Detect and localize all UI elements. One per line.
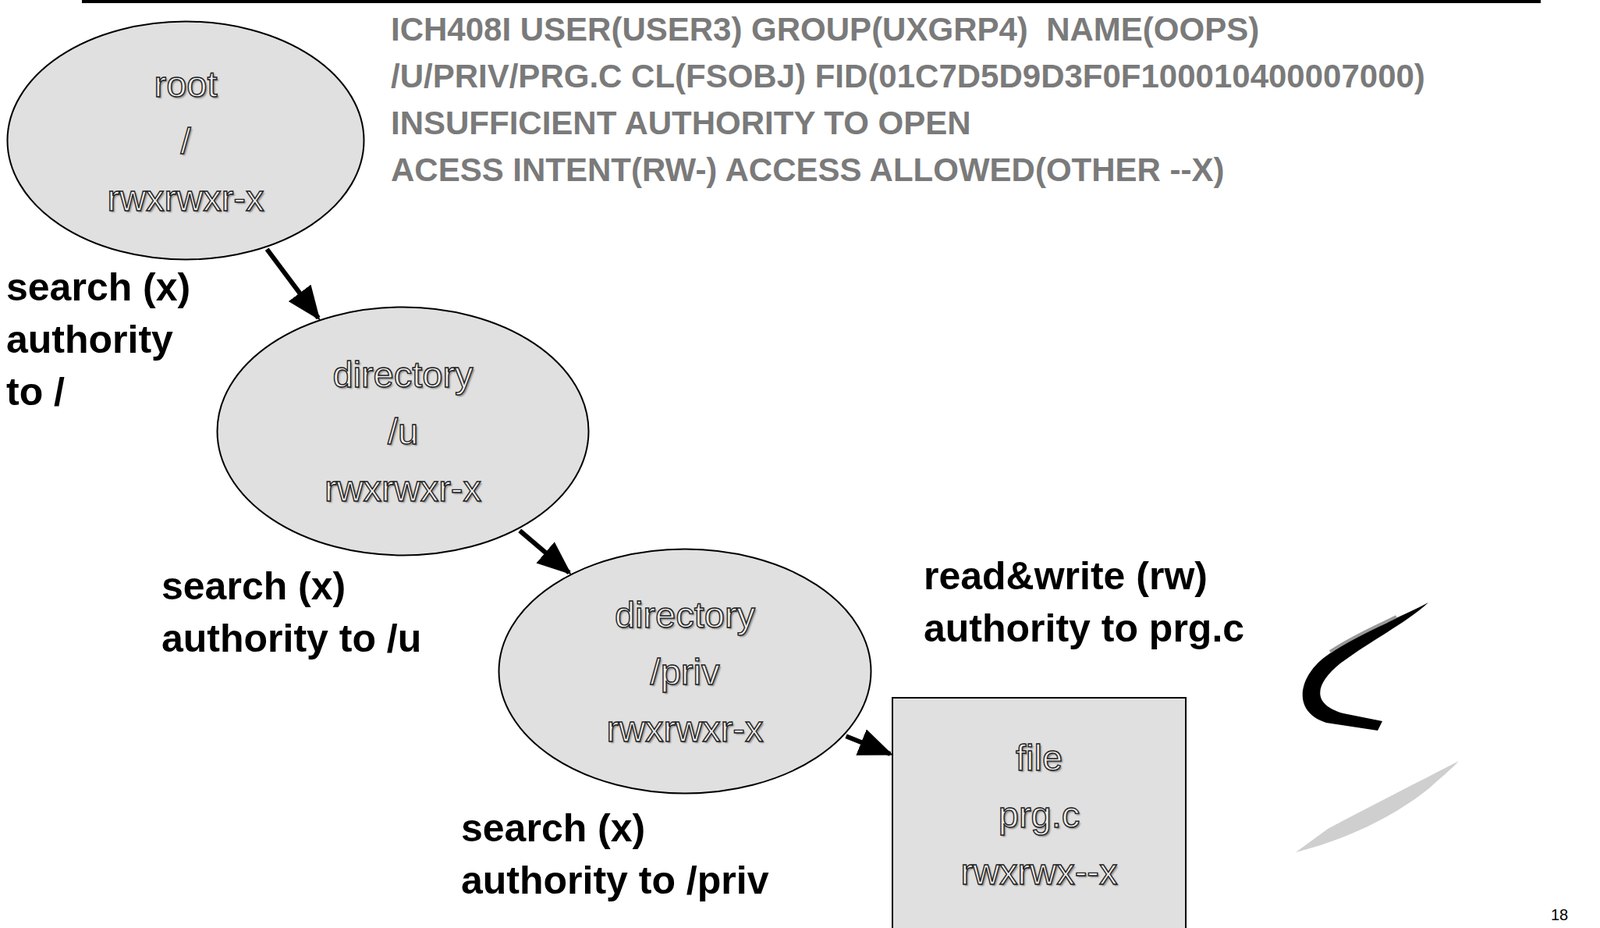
node-text-group: directory/urwxrwxr-x: [216, 305, 590, 557]
node-text: rwxrwxr-x: [606, 699, 764, 757]
edge-label: search (x) authority to /priv: [461, 801, 805, 907]
node-text: root: [154, 55, 218, 113]
ellipse-outline: [217, 307, 589, 556]
node-text: directory: [332, 345, 473, 403]
node-text: file: [1015, 728, 1063, 786]
node-text-group: root/rwxrwxr-x: [6, 20, 366, 261]
ellipse-outline: [499, 549, 872, 794]
file-box: fileprg.crwxrwx--x: [891, 696, 1187, 928]
top-rule: [81, 0, 1541, 4]
logo-swoosh: [1302, 602, 1429, 731]
message-line: ACESS INTENT(RW-) ACCESS ALLOWED(OTHER -…: [390, 146, 1225, 194]
node-text: rwxrwx--x: [961, 842, 1118, 900]
search-arrow: [519, 530, 569, 573]
edge-label: search (x) authority to /: [6, 261, 202, 419]
node-text-group: directory/privrwxrwxr-x: [497, 547, 873, 795]
search-arrow: [846, 735, 891, 754]
authority-note: read&write (rw) authority to prg.c: [923, 549, 1283, 655]
message-line: ICH408I USER(USER3) GROUP(UXGRP4) NAME(O…: [390, 6, 1260, 54]
ellipse-outline: [7, 21, 365, 260]
node-text: /: [180, 112, 191, 170]
node-text-group: fileprg.crwxrwx--x: [891, 696, 1187, 928]
rect-outline: [892, 697, 1186, 928]
node-text: directory: [614, 585, 756, 643]
node-text: prg.c: [998, 785, 1081, 843]
logo-shadow: [1295, 760, 1459, 852]
node-text: rwxrwxr-x: [107, 169, 265, 227]
node-text: rwxrwxr-x: [324, 459, 482, 517]
node-text: /u: [387, 402, 419, 460]
directory-ellipse: root/rwxrwxr-x: [6, 20, 366, 261]
logo-stroke: [1330, 616, 1397, 652]
message-line: /U/PRIV/PRG.C CL(FSOBJ) FID(01C7D5D9D3F0…: [390, 53, 1426, 100]
edge-label: search (x) authority to /u: [161, 560, 505, 665]
directory-ellipse: directory/privrwxrwxr-x: [497, 547, 873, 795]
search-arrow: [266, 248, 319, 318]
directory-ellipse: directory/urwxrwxr-x: [216, 305, 590, 557]
node-text: /priv: [650, 642, 721, 700]
message-line: INSUFFICIENT AUTHORITY TO OPEN: [390, 99, 972, 147]
page-number: 18: [1550, 904, 1569, 924]
